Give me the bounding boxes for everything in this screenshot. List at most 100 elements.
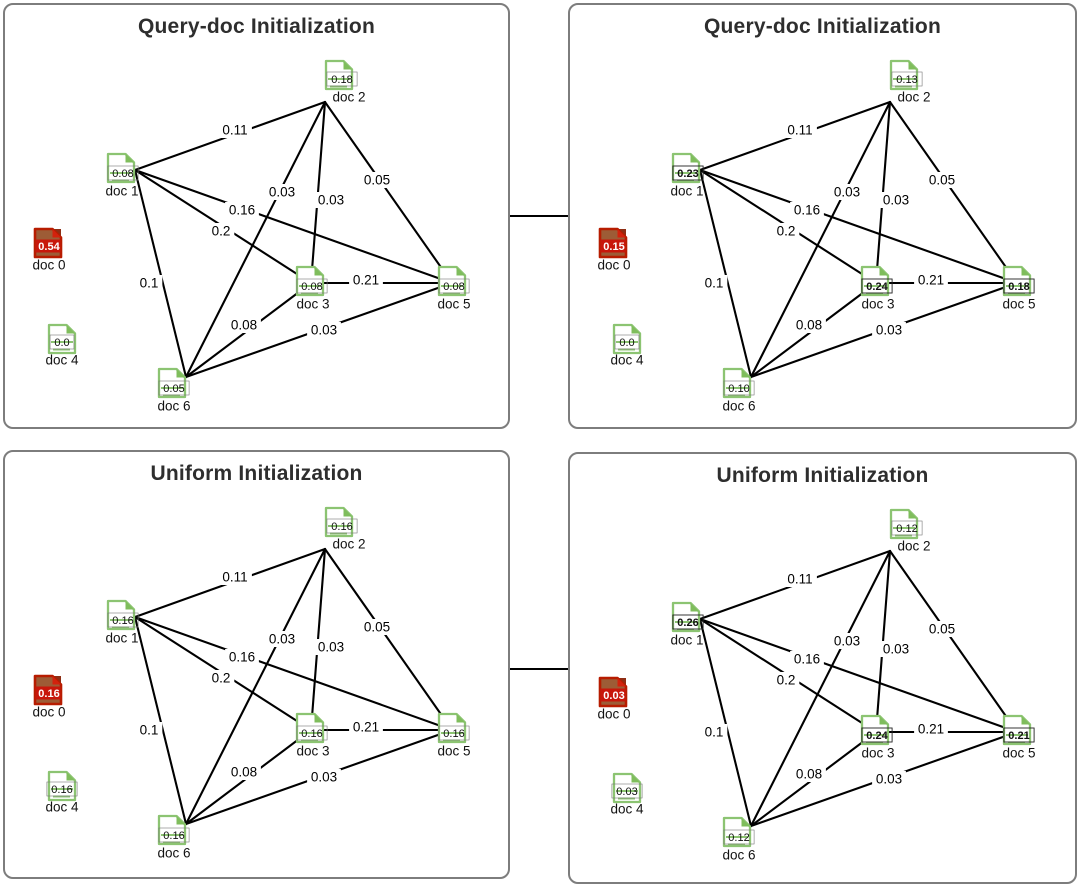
- doc-fold-corner: [66, 325, 75, 334]
- doc-fold-corner: [456, 714, 465, 723]
- edge-weight-label: 0.03: [883, 642, 909, 657]
- edge-weight-label: 0.03: [876, 772, 902, 787]
- doc-value: 0.08: [443, 281, 464, 293]
- doc-fold-corner: [125, 601, 134, 610]
- edge-weight-label: 0.16: [794, 652, 820, 667]
- edge-weight-label: 0.11: [222, 570, 247, 585]
- graph-edge-doc1-doc6: [698, 617, 753, 828]
- doc-name-label: doc 4: [610, 802, 644, 817]
- doc-name-label: doc 3: [296, 744, 329, 759]
- edge-weight-label: 0.2: [212, 671, 231, 686]
- doc-fold-corner: [343, 61, 352, 70]
- doc-name-label: doc 5: [1002, 746, 1035, 761]
- edge-weight-bg: [218, 122, 252, 138]
- graph-edge-doc2-doc5: [888, 100, 1019, 285]
- doc-value-band: [35, 686, 61, 700]
- doc-icon: [106, 599, 136, 631]
- doc-fold-corner: [908, 510, 917, 519]
- doc-icon: [671, 601, 701, 633]
- doc-fold-corner: [617, 678, 626, 687]
- doc-value: 0.12: [896, 523, 917, 535]
- doc-value: 0.0: [54, 337, 69, 349]
- panel-connector-top: [509, 215, 569, 218]
- doc-name-label: doc 3: [861, 746, 894, 761]
- doc-icon: [47, 323, 77, 355]
- doc-value-box: [158, 380, 190, 396]
- doc-value-box: [891, 520, 923, 536]
- edge-weight-bg: [783, 122, 817, 138]
- doc-value-box: [438, 278, 470, 294]
- doc-value: 0.23: [677, 168, 698, 180]
- edge-weight-bg: [307, 769, 341, 785]
- edge-weight-label: 0.03: [834, 634, 860, 649]
- doc-name-label: doc 0: [597, 258, 630, 273]
- doc-value: 0.18: [1008, 281, 1029, 293]
- edge-weight-label: 0.16: [794, 203, 820, 218]
- doc-name-label: doc 5: [1002, 297, 1035, 312]
- edge-weight-bg: [314, 639, 348, 655]
- doc-value-box: [611, 783, 643, 799]
- doc-fold-corner: [1021, 267, 1030, 276]
- edge-weight-bg: [772, 672, 800, 688]
- edge-weight-label: 0.11: [222, 123, 247, 138]
- query-doc-icon: [598, 676, 628, 708]
- doc-icon: [295, 265, 325, 297]
- doc-name-label: doc 0: [32, 705, 65, 720]
- doc-name-label: doc 4: [45, 800, 79, 815]
- doc-value-box: [614, 334, 640, 350]
- edge-weight-bg: [772, 223, 800, 239]
- edge-weight-label: 0.03: [311, 323, 337, 338]
- edge-weight-bg: [225, 202, 259, 218]
- doc-fold-corner: [690, 603, 699, 612]
- edge-weight-label: 0.03: [883, 193, 909, 208]
- doc-name-label: doc 5: [437, 744, 470, 759]
- edge-weight-label: 0.03: [269, 185, 295, 200]
- edge-weight-label: 0.21: [918, 722, 944, 737]
- doc-name-label: doc 1: [670, 184, 703, 199]
- doc-value-box: [158, 827, 190, 843]
- doc-name-label: doc 0: [597, 707, 630, 722]
- doc-value-box: [49, 334, 75, 350]
- doc-icon: [612, 323, 642, 355]
- edge-weight-label: 0.03: [318, 640, 344, 655]
- edge-weight-label: 0.2: [777, 673, 796, 688]
- doc-value-box: [1003, 727, 1035, 743]
- doc-value: 0.16: [112, 615, 133, 627]
- doc-name-label: doc 4: [610, 353, 644, 368]
- doc-name-label: doc 4: [45, 353, 79, 368]
- edge-weight-label: 0.1: [705, 276, 724, 291]
- edge-weight-label: 0.1: [705, 725, 724, 740]
- doc-value: 0.13: [896, 74, 917, 86]
- doc-name-label: doc 6: [157, 846, 190, 861]
- edge-weight-label: 0.05: [929, 173, 955, 188]
- doc-fold-corner: [741, 369, 750, 378]
- edge-weight-bg: [792, 766, 826, 782]
- doc-value-box: [326, 71, 358, 87]
- doc-icon: [324, 59, 354, 91]
- panel-connector-bottom: [509, 668, 569, 671]
- doc-fold-corner: [66, 772, 75, 781]
- doc-value: 0.16: [331, 521, 352, 533]
- doc-icon: [437, 712, 467, 744]
- edge-weight-bg: [700, 275, 728, 291]
- doc-name-label: doc 5: [437, 297, 470, 312]
- doc-value-band: [35, 239, 61, 253]
- edge-weight-bg: [227, 764, 261, 780]
- doc-fold-corner: [908, 61, 917, 70]
- doc-fold-corner: [176, 369, 185, 378]
- edge-weight-label: 0.03: [876, 323, 902, 338]
- doc-icon: [722, 367, 752, 399]
- edge-weight-label: 0.03: [834, 185, 860, 200]
- edge-weight-bg: [792, 317, 826, 333]
- doc-value: 0.16: [38, 688, 59, 700]
- doc-value: 0.24: [866, 730, 888, 742]
- edge-weight-label: 0.1: [140, 276, 159, 291]
- edge-weight-bg: [360, 172, 394, 188]
- edge-weight-label: 0.11: [787, 572, 812, 587]
- edge-weight-bg: [925, 621, 959, 637]
- edge-weight-bg: [872, 322, 906, 338]
- doc-value: 0.12: [728, 832, 749, 844]
